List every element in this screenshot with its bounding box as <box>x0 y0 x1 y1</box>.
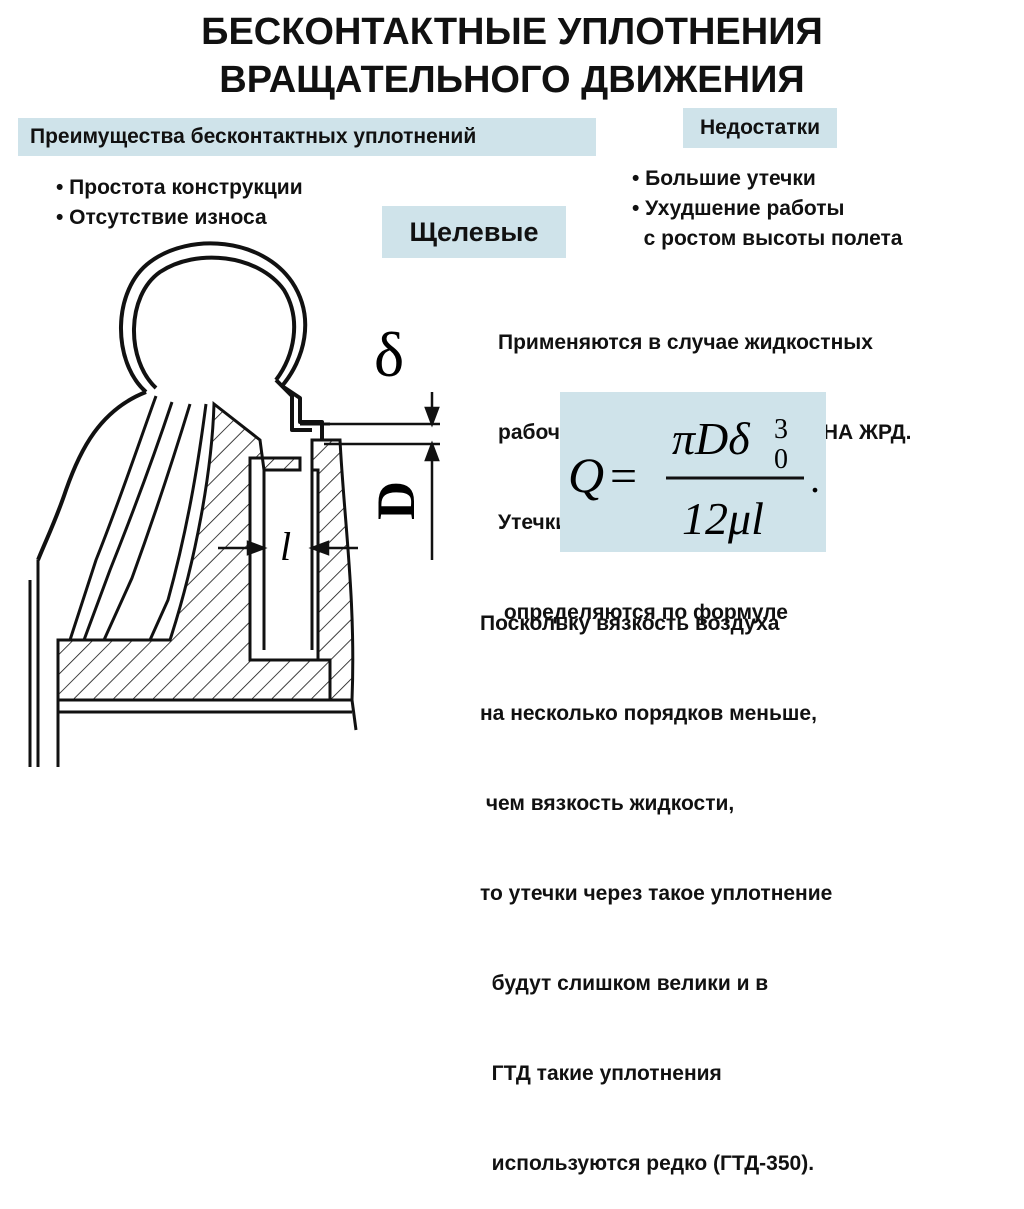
page-title: БЕСКОНТАКТНЫЕ УПЛОТНЕНИЯ ВРАЩАТЕЛЬНОГО Д… <box>0 8 1024 104</box>
formula-svg: Q = πDδ 3 0 12μl . <box>568 413 820 544</box>
paragraph-line: будут слишком велики и в <box>480 972 769 995</box>
advantage-item: • Простота конструкции <box>56 176 303 199</box>
formula-superscript: 3 <box>774 414 788 445</box>
paragraph-line: Применяются в случае жидкостных <box>498 331 873 354</box>
advantage-item: • Отсутствие износа <box>56 206 267 229</box>
formula-period: . <box>810 456 820 501</box>
leakage-formula: Q = πDδ 3 0 12μl . <box>560 392 826 552</box>
paragraph-line: на несколько порядков меньше, <box>480 702 817 725</box>
rotor-hatched-section <box>56 400 332 702</box>
advantages-header: Преимущества бесконтактных уплотнений <box>18 118 596 156</box>
paragraph-line: Поскольку вязкость воздуха <box>480 612 780 635</box>
formula-lhs: Q <box>568 447 604 503</box>
stator-hatched-section <box>310 438 355 702</box>
disadvantages-header: Недостатки <box>683 108 837 148</box>
formula-equals: = <box>610 450 637 503</box>
disadvantages-list: • Большие утечки • Ухудшение работы с ро… <box>632 164 902 254</box>
title-line-1: БЕСКОНТАКТНЫЕ УПЛОТНЕНИЯ <box>201 11 823 53</box>
paragraph-line: определяются по формуле <box>498 601 788 624</box>
formula-denominator: 12μl <box>682 493 764 544</box>
paragraph-line: чем вязкость жидкости, <box>480 792 735 815</box>
disadvantage-item: • Ухудшение работы <box>632 197 845 220</box>
paragraph-line: используются редко (ГТД-350). <box>480 1152 815 1175</box>
paragraph-line: ГТД такие уплотнения <box>480 1062 722 1085</box>
formula-subscript: 0 <box>774 444 788 475</box>
advantages-list: • Простота конструкции • Отсутствие изно… <box>56 173 303 233</box>
paragraph-line: то утечки через такое уплотнение <box>480 882 833 905</box>
formula-numerator: πDδ <box>672 413 750 464</box>
disadvantage-item: с ростом высоты полета <box>632 227 903 250</box>
air-viscosity-paragraph: Поскольку вязкость воздуха на несколько … <box>480 549 832 1209</box>
slot-seal-drawing: δ D l <box>28 241 440 767</box>
D-label: D <box>366 481 426 520</box>
l-label: l <box>280 524 291 569</box>
delta-label: δ <box>374 319 404 390</box>
title-line-2: ВРАЩАТЕЛЬНОГО ДВИЖЕНИЯ <box>219 59 805 101</box>
slot-seal-label: Щелевые <box>382 206 566 258</box>
disadvantage-item: • Большие утечки <box>632 167 816 190</box>
